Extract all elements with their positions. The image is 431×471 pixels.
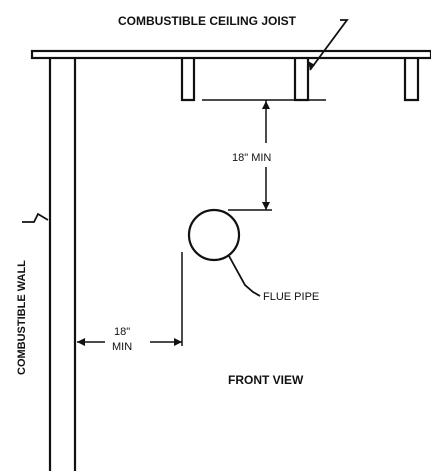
ceiling-joist <box>293 58 310 102</box>
wall-label: COMBUSTIBLE WALL <box>16 260 28 375</box>
ceiling-joist <box>180 58 196 102</box>
flue-pipe <box>187 208 241 262</box>
ceiling-joist <box>403 58 420 102</box>
wall-leader-line <box>22 212 49 223</box>
ceiling-clearance-label: 18" MIN <box>232 152 271 164</box>
ceiling-dimension-arrow-down <box>262 202 270 210</box>
joist-leader-arrow <box>308 61 315 70</box>
ceiling-board <box>30 49 431 60</box>
wall-dimension-arrow-left <box>77 338 85 346</box>
ceiling-dimension-arrow-up <box>262 101 270 109</box>
view-title: FRONT VIEW <box>228 373 304 387</box>
joist-label: COMBUSTIBLE CEILING JOIST <box>118 14 297 28</box>
flue-label: FLUE PIPE <box>263 291 319 303</box>
wall-dimension-arrow-right <box>174 338 182 346</box>
wall-clearance-unit: MIN <box>112 341 132 353</box>
joist-leader-line <box>309 19 349 71</box>
wall-clearance-value: 18" <box>114 326 130 338</box>
flue-leader-line <box>228 255 261 297</box>
